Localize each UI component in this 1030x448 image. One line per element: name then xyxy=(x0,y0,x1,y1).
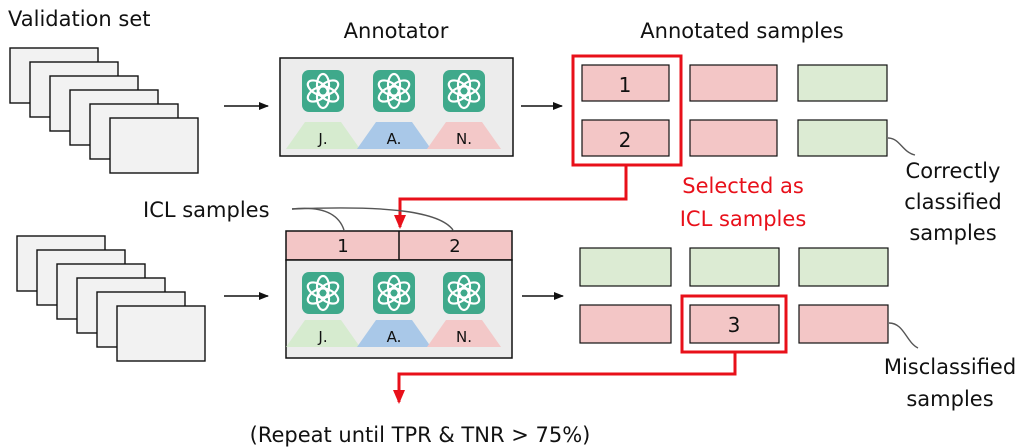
annotator-model: J. xyxy=(286,272,360,347)
validation-set-label: Validation set xyxy=(8,7,150,31)
chatgpt-icon xyxy=(443,272,485,314)
annotator-initial: J. xyxy=(317,130,327,148)
annotator-initial: N. xyxy=(456,130,472,148)
knot-glyph xyxy=(377,274,411,312)
annotator-model: N. xyxy=(427,70,501,149)
sample-card-correct xyxy=(579,247,672,287)
annotator-initial: J. xyxy=(317,328,327,346)
sample-number: 1 xyxy=(619,73,632,97)
selected-sample-highlight xyxy=(680,294,788,354)
annotated-sample-grid: 1 2 xyxy=(581,64,888,157)
knot-glyph xyxy=(447,72,481,110)
annotator-model: J. xyxy=(286,70,360,149)
validation-document-stack xyxy=(9,47,199,174)
selected-samples-highlight xyxy=(571,54,683,167)
annotator-base xyxy=(427,320,501,347)
selected-label-line2: ICL samples xyxy=(680,207,807,231)
sample-card-correct xyxy=(797,64,888,102)
misclassified-label-line1: Misclassified xyxy=(884,355,1016,379)
correct-label-line2: classified xyxy=(904,190,1001,214)
sample-card-selected-3 xyxy=(689,304,780,344)
sample-card-correct xyxy=(797,119,888,157)
validation-document-stack-2 xyxy=(16,235,206,362)
annotator-base xyxy=(286,320,360,347)
annotator-base xyxy=(357,122,431,149)
annotator-initial: A. xyxy=(387,130,402,148)
annotator-model: A. xyxy=(357,272,431,347)
repeat-condition-label: (Repeat until TPR & TNR > 75%) xyxy=(250,423,591,447)
knot-glyph xyxy=(306,72,340,110)
sample-card-misclassified xyxy=(689,119,778,157)
annotator-models-2: J. A. N. xyxy=(286,272,501,347)
annotator-model: A. xyxy=(357,70,431,149)
sample-card-misclassified xyxy=(579,304,672,344)
knot-glyph xyxy=(306,274,340,312)
chatgpt-icon xyxy=(302,272,344,314)
annotated-sample-grid-2: 3 xyxy=(579,247,889,344)
icl-callout-line-1 xyxy=(291,207,345,231)
chatgpt-icon xyxy=(302,70,344,112)
annotator-model: N. xyxy=(427,272,501,347)
icl-callout-line-2 xyxy=(291,207,454,231)
annotator-models: J. A. N. xyxy=(286,70,501,149)
correct-label-line3: samples xyxy=(909,221,996,245)
sample-card-selected-2 xyxy=(581,119,670,157)
selected-label-line1: Selected as xyxy=(682,174,804,198)
sample-card-misclassified xyxy=(798,304,889,344)
knot-glyph xyxy=(377,72,411,110)
icl-sample-number: 1 xyxy=(337,236,348,257)
annotator-base xyxy=(286,122,360,149)
knot-glyph xyxy=(447,274,481,312)
sample-card-correct xyxy=(689,247,780,287)
annotator-initial: N. xyxy=(456,328,472,346)
misclassified-callout-line xyxy=(888,322,919,349)
red-arrow-repeat xyxy=(393,353,737,404)
sample-number: 2 xyxy=(619,128,632,152)
sample-card-correct xyxy=(798,247,889,287)
sample-number: 3 xyxy=(728,313,741,337)
chatgpt-icon xyxy=(373,70,415,112)
annotated-samples-label: Annotated samples xyxy=(640,19,843,43)
misclassified-label-line2: samples xyxy=(906,387,993,411)
annotator-base xyxy=(357,320,431,347)
chatgpt-icon xyxy=(443,70,485,112)
correct-callout-line xyxy=(887,137,916,156)
sample-card-selected-1 xyxy=(581,64,670,102)
red-arrow-selected-to-icl xyxy=(394,166,628,229)
document-sheet xyxy=(116,305,206,362)
icl-sample-number: 2 xyxy=(449,236,460,257)
sample-card-misclassified xyxy=(689,64,778,102)
chatgpt-icon xyxy=(373,272,415,314)
correct-label-line1: Correctly xyxy=(906,159,1001,183)
annotator-label: Annotator xyxy=(344,19,449,43)
document-sheet xyxy=(109,117,199,174)
annotator-initial: A. xyxy=(387,328,402,346)
annotator-base xyxy=(427,122,501,149)
icl-samples-label: ICL samples xyxy=(143,198,270,222)
